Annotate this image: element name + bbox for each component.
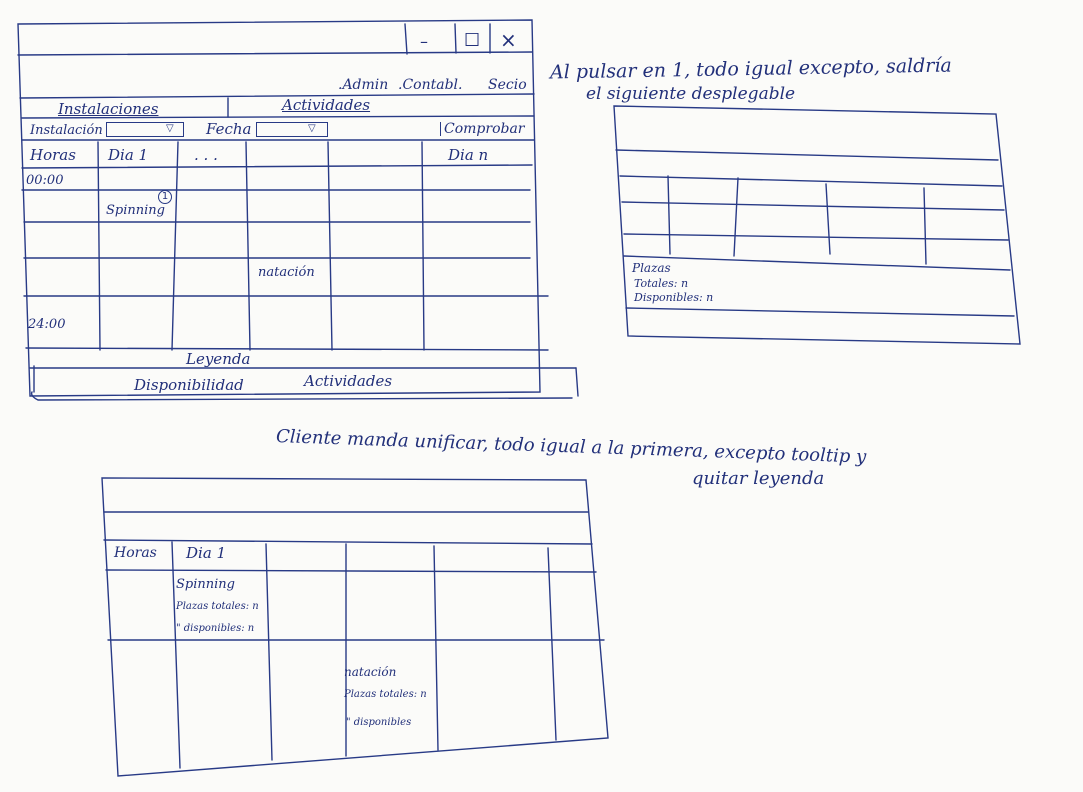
entry-spinning-name[interactable]: Spinning bbox=[176, 577, 235, 592]
table-header-dia-1: Dia 1 bbox=[108, 146, 149, 164]
entry-spinning-totals: Plazas totales: n bbox=[176, 601, 259, 612]
entry-spinning-available: " disponibles: n bbox=[176, 623, 255, 634]
time-start: 00:00 bbox=[26, 173, 64, 188]
entry-natacion[interactable]: natación bbox=[258, 265, 315, 280]
close-button[interactable]: × bbox=[500, 28, 517, 52]
entry-natacion-name[interactable]: natación bbox=[344, 665, 397, 679]
table-header-ellipsis: . . . bbox=[194, 146, 218, 164]
instalacion-select[interactable] bbox=[106, 122, 184, 137]
legend-title: Leyenda bbox=[186, 350, 251, 368]
maximize-button[interactable]: ☐ bbox=[464, 30, 481, 51]
popup-disponibles: Disponibles: n bbox=[634, 291, 714, 304]
table-header-dia-n: Dia n bbox=[448, 146, 489, 164]
fecha-select[interactable] bbox=[256, 122, 328, 137]
note-top-line-2: el siguiente desplegable bbox=[586, 84, 796, 104]
table-header-horas: Horas bbox=[30, 146, 76, 164]
popup-plazas-label: Plazas bbox=[632, 261, 671, 275]
table-header-horas: Horas bbox=[114, 545, 157, 561]
legend-disponibilidad: Disponibilidad bbox=[134, 376, 244, 394]
popup-totales: Totales: n bbox=[634, 277, 689, 290]
tab-instalaciones[interactable]: Instalaciones bbox=[58, 100, 159, 118]
note-middle-line-2: quitar leyenda bbox=[692, 468, 825, 489]
entry-spinning[interactable]: Spinning bbox=[106, 203, 165, 218]
comprobar-button[interactable]: Comprobar bbox=[440, 122, 525, 136]
time-end: 24:00 bbox=[28, 317, 66, 332]
minimize-button[interactable]: – bbox=[420, 32, 428, 51]
menu-item-contabilidad[interactable]: .Contabl. bbox=[398, 77, 463, 93]
entry-natacion-totals: Plazas totales: n bbox=[344, 689, 427, 700]
tab-actividades[interactable]: Actividades bbox=[282, 96, 371, 114]
entry-natacion-available: " disponibles bbox=[346, 717, 412, 728]
chevron-down-icon: ▽ bbox=[166, 123, 174, 134]
legend-actividades: Actividades bbox=[304, 372, 393, 390]
table-header-dia-1: Dia 1 bbox=[186, 544, 227, 562]
menu-item-admin[interactable]: .Admin bbox=[338, 77, 389, 93]
menu-item-secio[interactable]: Secio bbox=[488, 77, 527, 93]
chevron-down-icon: ▽ bbox=[308, 123, 316, 134]
entry-marker-1[interactable]: 1 bbox=[158, 190, 172, 204]
fecha-label: Fecha bbox=[206, 120, 252, 138]
instalacion-label: Instalación bbox=[30, 123, 103, 138]
